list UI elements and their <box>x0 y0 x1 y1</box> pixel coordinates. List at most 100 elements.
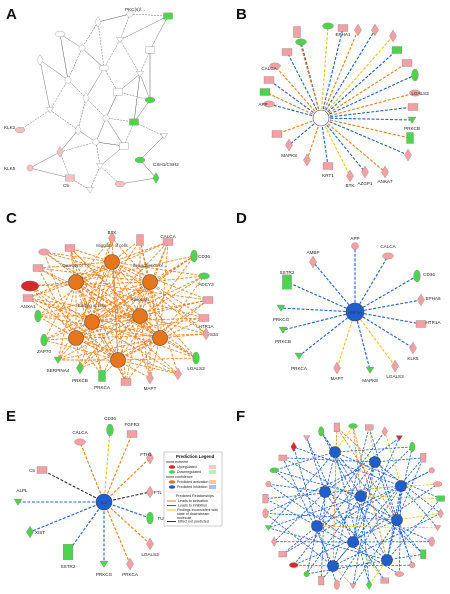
node-b <box>269 62 281 70</box>
panel-d-network: D AMBPAPPCALCACD36EPHA6HTR1AKLK5LGALS3MA… <box>236 210 441 383</box>
hub-f <box>329 446 341 458</box>
edge-a <box>139 159 157 179</box>
edge-f <box>386 519 398 561</box>
edge-a <box>133 121 165 137</box>
edge-c <box>75 337 119 361</box>
node-a <box>160 133 168 140</box>
node-label-b-2: EPHA1 <box>335 32 351 37</box>
hub-c <box>110 352 126 368</box>
edge-f <box>352 541 386 581</box>
node-c <box>174 367 182 381</box>
edge-c <box>27 297 119 361</box>
hub-c <box>142 274 158 290</box>
hub-f <box>395 480 407 492</box>
node-c <box>146 371 154 385</box>
edge-f <box>352 425 388 561</box>
edge-a <box>119 13 131 41</box>
node-c <box>64 244 76 252</box>
edge-f <box>306 495 362 575</box>
node-label-d-10: PRKCA <box>291 366 308 371</box>
node-f <box>290 441 297 452</box>
edge-a <box>139 73 151 101</box>
node-d <box>365 366 375 374</box>
edge-f <box>352 425 362 497</box>
legend-title: Prediction Legend <box>176 454 215 459</box>
node-label-d-6: KLK5 <box>407 356 419 361</box>
edge-e <box>29 501 105 533</box>
node-label-d-4: EPHA6 <box>425 296 441 301</box>
edge-f <box>334 451 370 585</box>
edge-d <box>354 299 422 313</box>
edge-a <box>59 151 71 179</box>
node-c <box>202 296 214 304</box>
node-f <box>394 571 404 577</box>
node-label-d-2: CALCA <box>380 244 396 249</box>
edge-b <box>268 79 322 119</box>
edge-c <box>125 337 161 383</box>
edge-c <box>117 359 179 375</box>
node-label-d-11: PRKCB <box>275 339 291 344</box>
node-f <box>262 508 269 519</box>
hub-c <box>68 274 84 290</box>
edge-c <box>139 299 209 317</box>
hub-f <box>327 560 339 572</box>
edge-b <box>296 31 322 119</box>
node-label-d-0: AMBP <box>306 250 319 255</box>
node-label-b-21: APP <box>258 102 267 107</box>
edge-c <box>29 281 77 287</box>
edge-c <box>69 247 93 323</box>
node-d <box>351 242 359 250</box>
node-f <box>365 424 374 431</box>
edge-f <box>352 437 400 543</box>
edge-a <box>39 59 69 81</box>
node-b <box>263 76 275 84</box>
edge-d <box>354 311 414 349</box>
edge-a <box>95 141 101 167</box>
node-a <box>96 163 104 170</box>
node-label-klk2: KLK2 <box>4 125 16 130</box>
node-e <box>99 560 109 568</box>
panel-e-label: E <box>6 408 16 425</box>
edge-a <box>119 39 141 75</box>
edge-f <box>306 559 388 575</box>
edge-c <box>75 281 209 301</box>
edge-f <box>336 427 376 463</box>
edge-b <box>320 92 416 119</box>
legend-inconsistent-wrap: Findings inconsistent with state of down… <box>177 508 218 520</box>
node-label-d-12: PRKCG <box>273 317 290 322</box>
edge-a <box>85 67 105 99</box>
node-b <box>281 48 293 56</box>
hub-c <box>84 314 100 330</box>
edge-a <box>49 79 69 111</box>
node-d <box>309 255 317 269</box>
edge-c <box>43 251 113 263</box>
edge-f <box>293 446 318 527</box>
node-e <box>26 525 34 539</box>
node-a <box>94 16 102 28</box>
node-label-e-0: CALCA <box>72 430 88 435</box>
edge-a <box>29 167 71 179</box>
edge-c <box>111 261 127 383</box>
node-b <box>391 46 403 54</box>
edge-a <box>97 13 131 23</box>
edge-a <box>149 15 169 51</box>
node-f <box>269 467 279 474</box>
edge-c <box>159 299 209 339</box>
panel-a-nodes <box>14 10 173 194</box>
node-b <box>303 153 311 167</box>
node-label-b-24: CALCA <box>261 66 277 71</box>
hub-f <box>369 456 381 468</box>
edge-f <box>320 431 388 561</box>
node-a <box>129 118 139 126</box>
edge-f <box>352 483 438 543</box>
node-f <box>318 576 325 586</box>
edge-a <box>77 129 97 143</box>
edge-c <box>149 275 205 283</box>
legend-down-swatch <box>168 470 176 474</box>
node-label-b-9: LGALS3 <box>411 91 429 96</box>
node-label-d-3: CD36 <box>423 272 435 277</box>
hub-e <box>95 493 113 511</box>
node-f <box>381 426 388 437</box>
